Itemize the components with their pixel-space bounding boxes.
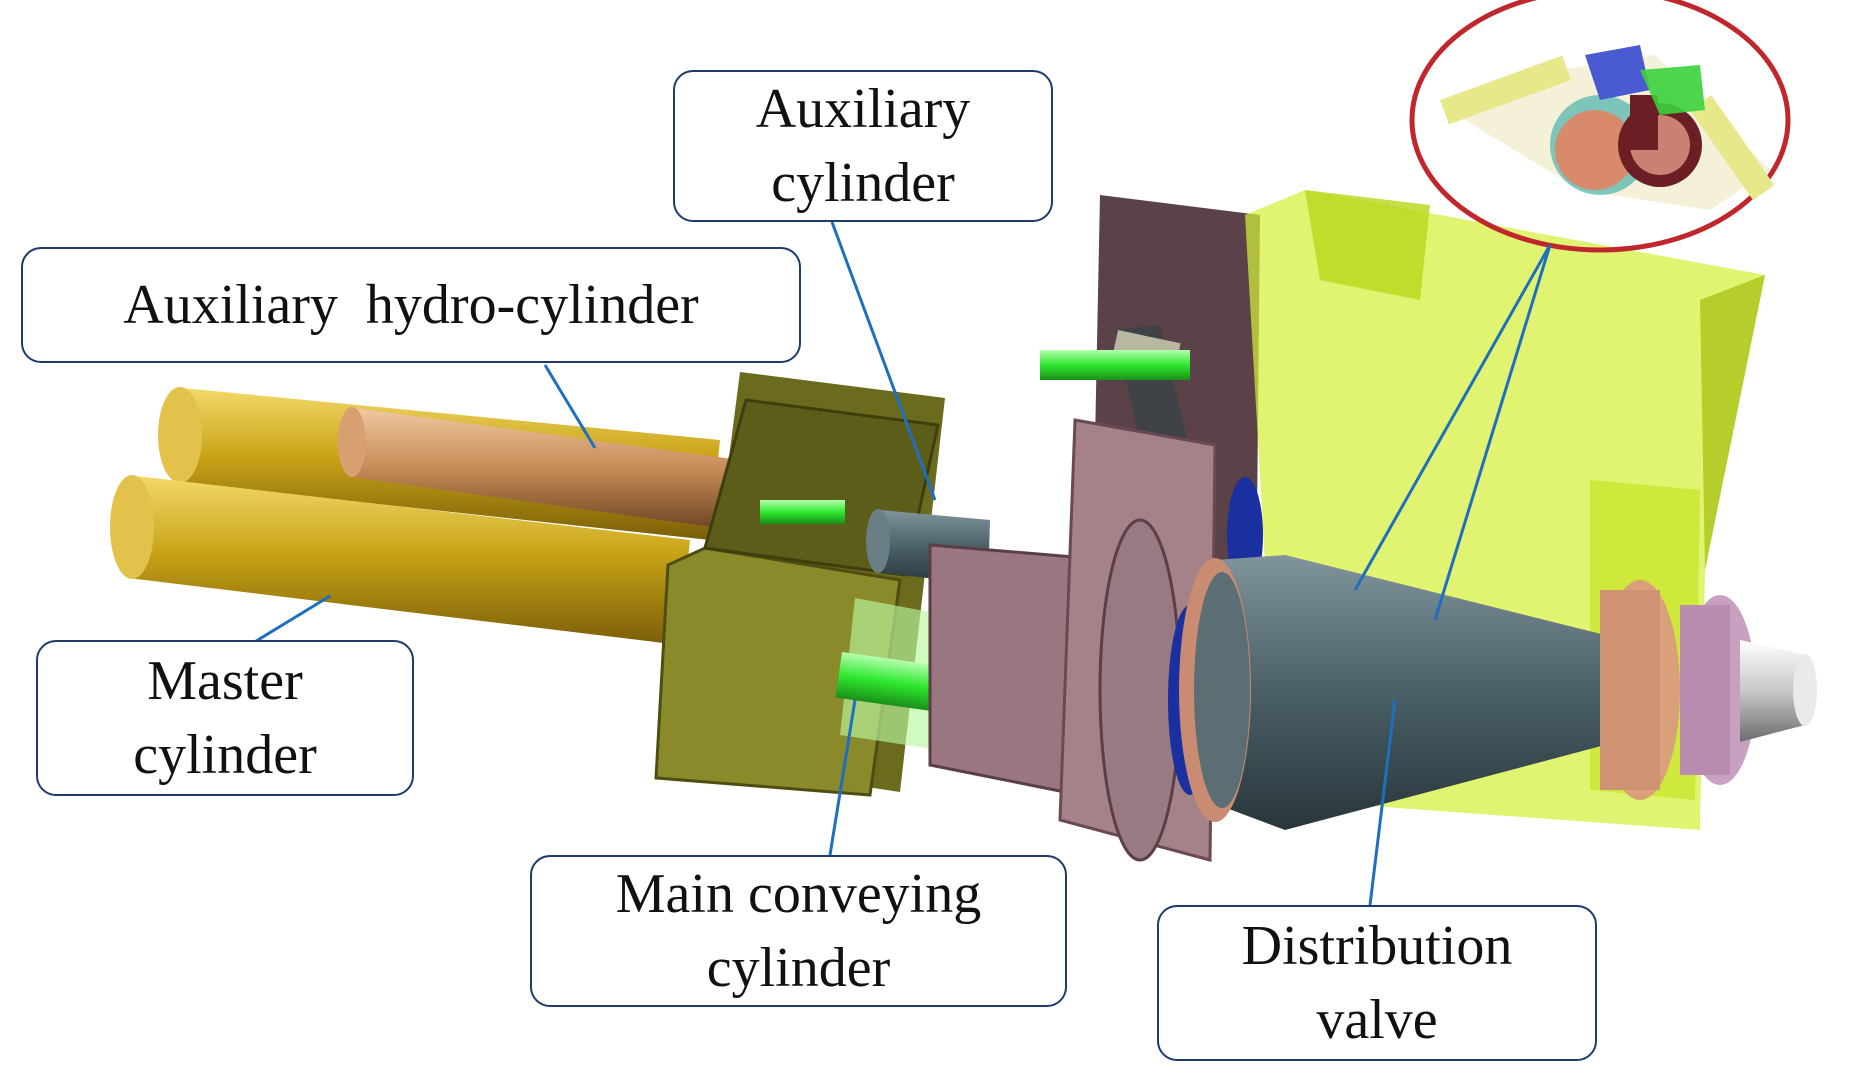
label-main-conveying-cylinder-line-2: cylinder [706,937,891,999]
label-master-cylinder-line-1: Master [147,650,303,712]
leader-detail-to-valve-1 [1353,244,1552,591]
leader-distribution-valve [1368,699,1397,906]
leader-lines [229,221,1552,906]
outlet-assembly [1600,580,1817,800]
label-main-conveying-cylinder: Main conveying cylinder [530,855,1067,1007]
detail-inset [1409,0,1791,253]
leader-detail-to-valve-2 [1433,244,1552,621]
distribution-valve-body [1179,555,1605,830]
valve-housing [928,195,1260,862]
label-auxiliary-cylinder: Auxiliary cylinder [673,70,1053,222]
leader-main-conveying-cylinder [828,699,857,856]
leader-auxiliary-hydro-cylinder [543,364,597,449]
auxiliary-hydro-cylinder-tube [338,407,740,530]
label-auxiliary-hydro-cylinder: Auxiliary hydro-cylinder [21,247,801,363]
label-main-conveying-cylinder-line-1: Main conveying [615,863,982,925]
label-distribution-valve-line-2: valve [1316,989,1438,1051]
label-master-cylinder: Master cylinder [36,640,414,796]
label-auxiliary-cylinder-line-2: cylinder [771,152,955,214]
label-distribution-valve-line-1: Distribution [1241,915,1513,977]
label-distribution-valve: Distribution valve [1157,905,1597,1061]
label-auxiliary-cylinder-line-1: Auxiliary [755,78,971,140]
label-auxiliary-hydro-cylinder-line-1: Auxiliary hydro-cylinder [123,274,699,336]
leader-auxiliary-cylinder [830,221,937,501]
label-master-cylinder-line-2: cylinder [133,724,317,786]
